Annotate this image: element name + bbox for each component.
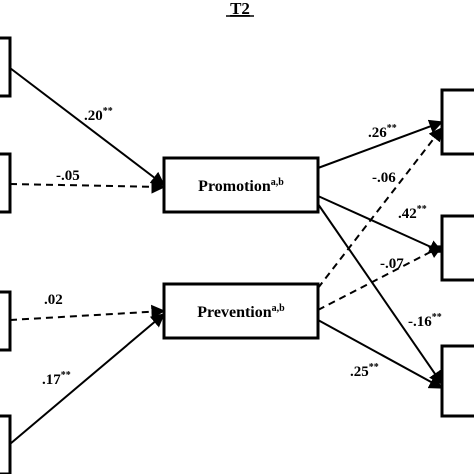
- path-prevention-out3: [317, 319, 444, 389]
- predictor-box-3: [0, 290, 12, 352]
- outcome-box-3: [440, 344, 474, 418]
- prevention-box: [162, 282, 320, 340]
- coef-promotion-out1: .26**: [368, 123, 397, 141]
- predictor-box-2: [0, 152, 12, 214]
- prevention-label: Preventiona,b: [197, 303, 285, 321]
- predictor-box-4: [0, 414, 12, 474]
- coef-in2-promotion: -.05: [56, 168, 80, 184]
- outcome-box-2: [440, 214, 474, 282]
- coef-prevention-out2: -.07: [380, 256, 404, 272]
- path-in4-prevention: [9, 313, 166, 445]
- predictor-box-1: [0, 36, 12, 98]
- path-in2-promotion: [9, 179, 166, 194]
- diagram-title: T2: [230, 0, 250, 18]
- path-promotion-out1: [317, 119, 444, 169]
- path-in3-prevention: [9, 304, 166, 321]
- path-prevention-out1: [317, 126, 443, 289]
- promotion-label: Promotiona,b: [198, 177, 284, 195]
- promotion-box: [162, 156, 320, 214]
- path-in1-promotion: [9, 67, 166, 186]
- coef-prevention-out1: -.06: [372, 170, 396, 186]
- outcome-box-1: [440, 88, 474, 156]
- coef-in4-prevention: .17**: [42, 370, 71, 388]
- coef-in1-promotion: .20**: [84, 106, 113, 124]
- coef-in3-prevention: .02: [44, 292, 63, 308]
- coef-promotion-out3: -.16**: [408, 312, 442, 330]
- path-promotion-out3: [317, 203, 443, 386]
- path-promotion-out2: [317, 195, 444, 254]
- coef-prevention-out3: .25**: [350, 362, 379, 380]
- coef-promotion-out2: .42**: [398, 204, 427, 222]
